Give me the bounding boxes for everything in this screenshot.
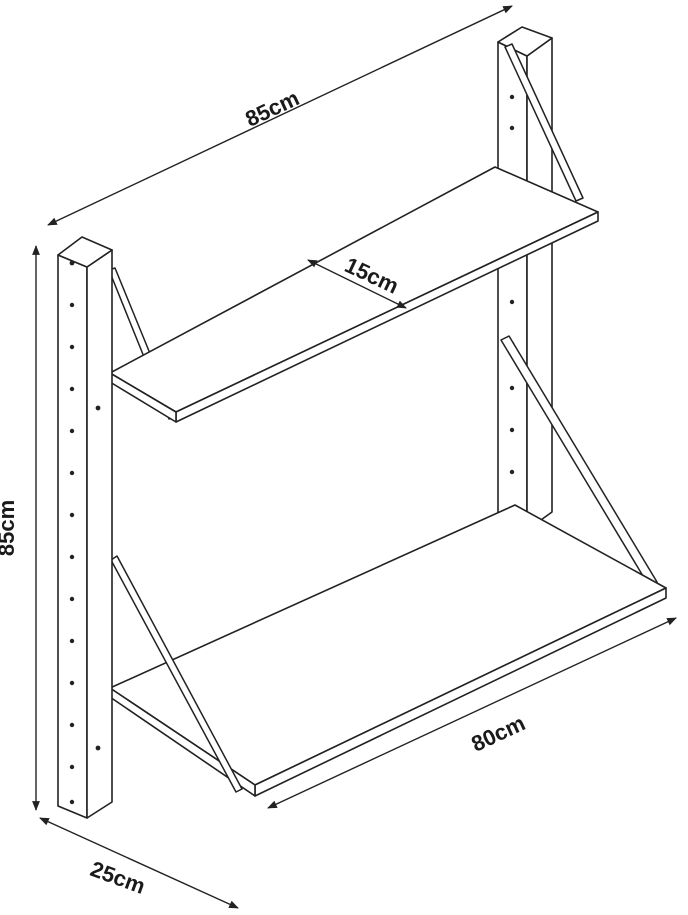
front-post-side-face <box>86 249 113 819</box>
back-post-front-face <box>497 41 528 531</box>
dimension-top-width: 85cm <box>47 5 513 226</box>
front-post-holes <box>69 260 101 805</box>
dimension-height-label: 85cm <box>0 500 19 556</box>
front-post <box>57 236 113 819</box>
dimension-top-width-label: 85cm <box>241 85 303 131</box>
dimension-shelf-width-label: 80cm <box>467 710 529 756</box>
lower-back-brace <box>500 335 658 587</box>
front-post-front-face <box>57 254 88 819</box>
lower-front-brace <box>110 555 243 793</box>
front-post-top-face <box>57 236 113 268</box>
dimension-height: 85cm <box>0 245 40 811</box>
dimension-base-depth: 25cm <box>39 817 239 909</box>
back-post <box>497 26 553 531</box>
